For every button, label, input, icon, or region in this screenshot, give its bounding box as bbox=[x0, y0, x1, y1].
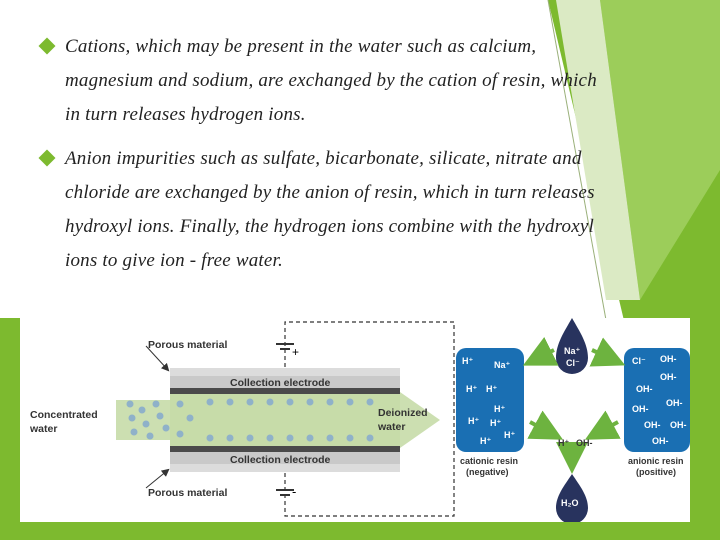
cdi-cell: + - bbox=[29, 321, 455, 517]
anion-ion: OH- bbox=[660, 354, 677, 364]
anionic-resin-box bbox=[624, 348, 690, 452]
deionized-water-label-1: Deionized bbox=[378, 407, 428, 419]
collection-electrode-top-label: Collection electrode bbox=[230, 377, 331, 389]
cation-ion: H⁺ bbox=[468, 416, 479, 426]
deionized-water-label-2: water bbox=[377, 421, 405, 433]
anion-ion: Cl⁻ bbox=[632, 356, 646, 366]
leader-line bbox=[145, 345, 170, 372]
cation-ion: H⁺ bbox=[466, 384, 477, 394]
anion-ion: OH- bbox=[652, 436, 669, 446]
drop-bottom-label: H₂O bbox=[561, 498, 579, 508]
diamond-bullet-icon bbox=[38, 37, 56, 55]
drop-top-ion-2: Cl⁻ bbox=[566, 358, 580, 368]
electrode-top bbox=[170, 376, 400, 388]
electrode-bottom bbox=[170, 452, 400, 464]
deionization-diagram: + - bbox=[29, 318, 690, 522]
plus-sign: + bbox=[292, 345, 299, 359]
flow-arrow bbox=[116, 392, 440, 448]
cationic-resin-label-2: (negative) bbox=[466, 467, 509, 477]
leader-line bbox=[145, 468, 170, 489]
collection-electrode-bottom-label: Collection electrode bbox=[230, 454, 331, 466]
anion-ion: OH- bbox=[660, 372, 677, 382]
anion-ions: Cl⁻ OH- OH- OH- OH- OH- OH- OH- OH- bbox=[632, 354, 687, 446]
concentrated-water-label-2: water bbox=[29, 423, 57, 435]
electrode-bar-bottom bbox=[170, 446, 400, 452]
drop-top-ion-1: Na⁺ bbox=[564, 346, 581, 356]
center-ion-h: H⁺ bbox=[558, 438, 569, 448]
arrow-from-anion bbox=[584, 410, 621, 440]
anion-ion: OH- bbox=[636, 384, 653, 394]
minus-sign: - bbox=[292, 484, 296, 499]
anion-ion: OH- bbox=[666, 398, 683, 408]
porous-material-top-label: Porous material bbox=[148, 339, 227, 351]
drop-top-icon bbox=[556, 318, 588, 374]
bullet-item-cations: Cations, which may be present in the wat… bbox=[38, 30, 598, 132]
cation-ion: H⁺ bbox=[494, 404, 505, 414]
anion-ion: OH- bbox=[644, 420, 661, 430]
porous-layer-bottom bbox=[170, 464, 400, 472]
arrow-from-cation bbox=[527, 410, 564, 440]
anion-ion: OH- bbox=[632, 404, 649, 414]
cationic-resin-label-1: cationic resin bbox=[460, 456, 518, 466]
ion-exchange-diagram: Na⁺ Cl⁻ H₂O H⁺ OH- H⁺ Na⁺ H⁺ H⁺ H⁺ H⁺ H⁺ bbox=[456, 318, 690, 522]
bullet-item-anions: Anion impurities such as sulfate, bicarb… bbox=[38, 142, 598, 278]
cationic-resin-box bbox=[456, 348, 524, 452]
deionization-figure: + - bbox=[20, 318, 690, 522]
cation-ion: Na⁺ bbox=[494, 360, 511, 370]
concentrated-water-label-1: Concentrated bbox=[30, 409, 98, 421]
arrow-to-cation bbox=[522, 336, 559, 366]
porous-layer-top bbox=[170, 368, 400, 376]
bullet-text: Cations, which may be present in the wat… bbox=[65, 36, 597, 125]
cation-ion: H⁺ bbox=[490, 418, 501, 428]
circuit-wire bbox=[284, 321, 455, 517]
cation-ion: H⁺ bbox=[462, 356, 473, 366]
porous-material-bottom-label: Porous material bbox=[148, 487, 227, 499]
ion-particles bbox=[126, 398, 374, 442]
cation-ion: H⁺ bbox=[480, 436, 491, 446]
bullet-list: Cations, which may be present in the wat… bbox=[38, 30, 598, 288]
center-ion-oh: OH- bbox=[576, 438, 593, 448]
cation-ion: H⁺ bbox=[504, 430, 515, 440]
arrow-to-anion bbox=[589, 337, 626, 367]
anionic-resin-label-1: anionic resin bbox=[628, 456, 684, 466]
cation-ions: H⁺ Na⁺ H⁺ H⁺ H⁺ H⁺ H⁺ H⁺ H⁺ bbox=[462, 356, 515, 446]
bullet-text: Anion impurities such as sulfate, bicarb… bbox=[65, 148, 595, 271]
drop-bottom-icon bbox=[556, 474, 588, 522]
electrode-bar-top bbox=[170, 388, 400, 394]
anion-ion: OH- bbox=[670, 420, 687, 430]
cation-ion: H⁺ bbox=[486, 384, 497, 394]
anionic-resin-label-2: (positive) bbox=[636, 467, 676, 477]
diamond-bullet-icon bbox=[38, 149, 56, 167]
